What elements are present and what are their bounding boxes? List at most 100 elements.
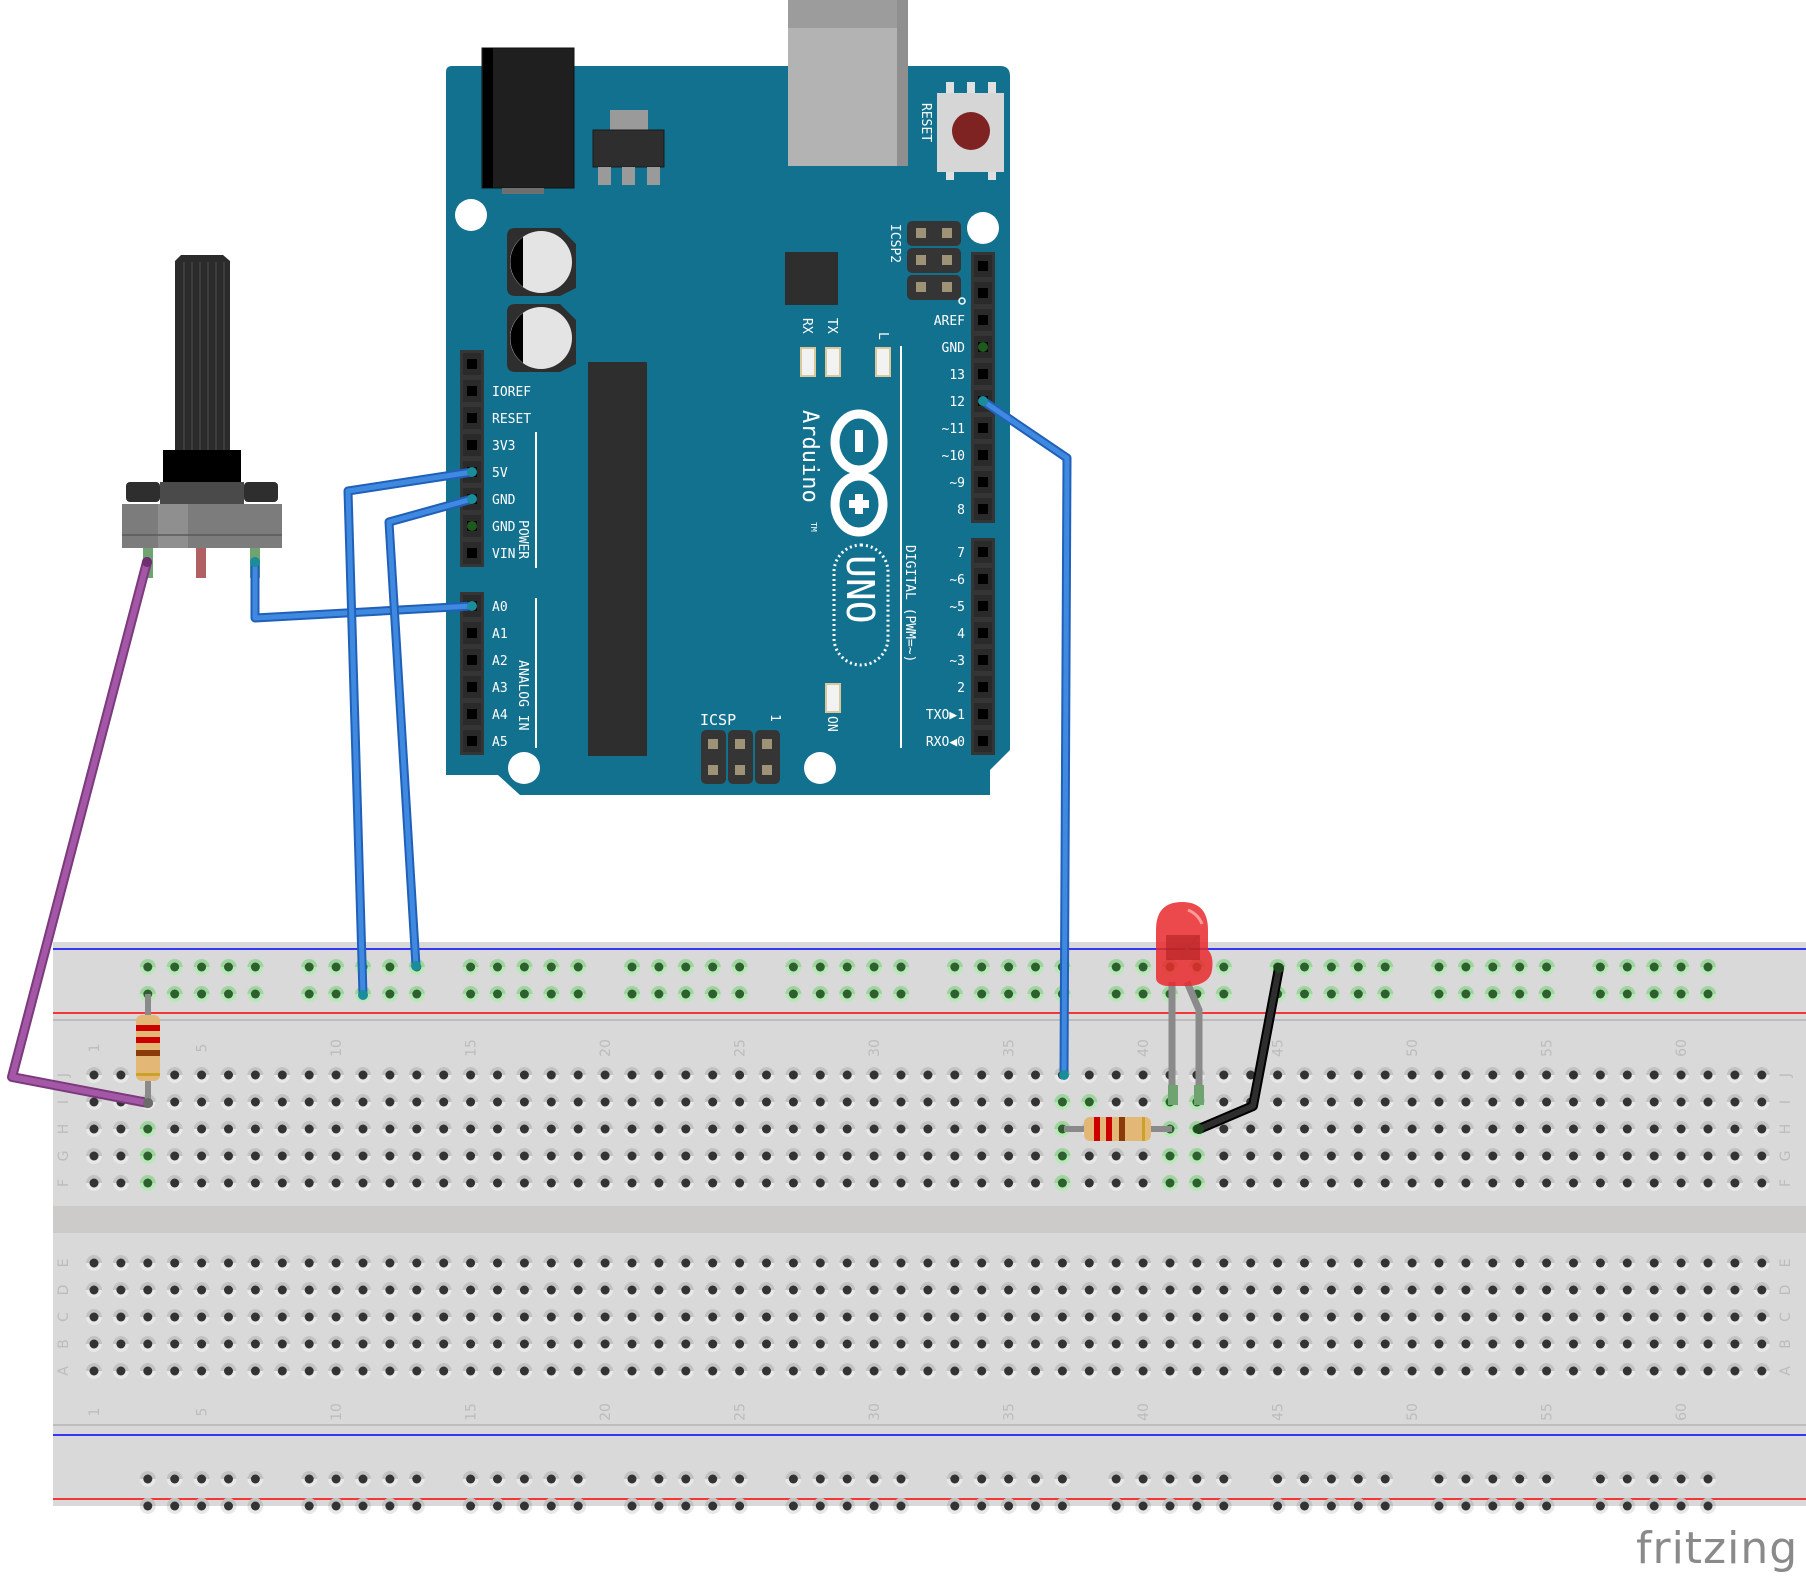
breadboard-hole[interactable] (735, 1339, 745, 1349)
breadboard-hole[interactable] (735, 1501, 745, 1511)
breadboard-hole[interactable] (89, 1258, 99, 1268)
breadboard-hole[interactable] (788, 1474, 798, 1484)
breadboard-hole[interactable] (1488, 1097, 1498, 1107)
breadboard-hole[interactable] (788, 1258, 798, 1268)
breadboard-hole[interactable] (1165, 1258, 1175, 1268)
breadboard-hole[interactable] (842, 1070, 852, 1080)
breadboard-hole[interactable] (573, 989, 583, 999)
breadboard-hole[interactable] (735, 1474, 745, 1484)
breadboard-hole[interactable] (1569, 1151, 1578, 1161)
breadboard-hole[interactable] (1488, 1178, 1498, 1188)
breadboard-hole[interactable] (1434, 962, 1444, 972)
breadboard-hole[interactable] (1138, 1178, 1148, 1188)
breadboard-hole[interactable] (1165, 1339, 1175, 1349)
breadboard-hole[interactable] (1246, 1312, 1256, 1322)
breadboard-hole[interactable] (170, 1070, 180, 1080)
header-pin[interactable] (978, 504, 988, 514)
breadboard-hole[interactable] (1084, 1339, 1094, 1349)
breadboard-hole[interactable] (466, 1285, 476, 1295)
breadboard-hole[interactable] (654, 1124, 664, 1134)
breadboard-hole[interactable] (627, 1474, 637, 1484)
breadboard-hole[interactable] (116, 1339, 126, 1349)
breadboard-hole[interactable] (1434, 1474, 1444, 1484)
breadboard-hole[interactable] (385, 1097, 395, 1107)
breadboard-hole[interactable] (1057, 1097, 1067, 1107)
breadboard-hole[interactable] (1138, 1285, 1148, 1295)
header-pin[interactable] (978, 709, 988, 719)
breadboard-hole[interactable] (519, 1097, 529, 1107)
breadboard-hole[interactable] (1326, 1474, 1336, 1484)
breadboard-hole[interactable] (1353, 989, 1363, 999)
breadboard-hole[interactable] (439, 1097, 449, 1107)
breadboard-hole[interactable] (1004, 1178, 1014, 1188)
breadboard-hole[interactable] (708, 1339, 718, 1349)
breadboard-hole[interactable] (116, 1258, 126, 1268)
breadboard-hole[interactable] (1595, 1258, 1605, 1268)
breadboard-hole[interactable] (493, 1339, 502, 1349)
breadboard-hole[interactable] (331, 1151, 341, 1161)
breadboard-hole[interactable] (1622, 1097, 1632, 1107)
breadboard-hole[interactable] (466, 1312, 476, 1322)
breadboard-hole[interactable] (1057, 1178, 1067, 1188)
breadboard-hole[interactable] (896, 962, 906, 972)
breadboard-hole[interactable] (224, 1124, 233, 1134)
breadboard-hole[interactable] (842, 1339, 852, 1349)
breadboard-hole[interactable] (1326, 1070, 1336, 1080)
breadboard-hole[interactable] (1273, 1285, 1283, 1295)
breadboard-hole[interactable] (869, 989, 879, 999)
breadboard-hole[interactable] (573, 1339, 583, 1349)
breadboard-hole[interactable] (654, 1097, 664, 1107)
breadboard-hole[interactable] (869, 1339, 879, 1349)
breadboard-hole[interactable] (977, 989, 987, 999)
breadboard-hole[interactable] (1031, 1366, 1040, 1376)
breadboard-hole[interactable] (170, 1258, 180, 1268)
breadboard-hole[interactable] (89, 1070, 99, 1080)
breadboard-hole[interactable] (277, 1124, 287, 1134)
header-pin[interactable] (467, 736, 477, 746)
header-pin[interactable] (978, 261, 988, 271)
breadboard-hole[interactable] (1192, 1366, 1202, 1376)
breadboard-hole[interactable] (304, 1151, 314, 1161)
breadboard-hole[interactable] (224, 1366, 233, 1376)
breadboard-hole[interactable] (681, 989, 691, 999)
breadboard-hole[interactable] (493, 989, 502, 999)
breadboard-hole[interactable] (1595, 1178, 1605, 1188)
breadboard-hole[interactable] (1515, 1124, 1525, 1134)
breadboard-hole[interactable] (1622, 1124, 1632, 1134)
breadboard-hole[interactable] (950, 1124, 960, 1134)
breadboard-hole[interactable] (735, 962, 745, 972)
breadboard-hole[interactable] (1515, 1366, 1525, 1376)
breadboard-hole[interactable] (1111, 1339, 1121, 1349)
breadboard-hole[interactable] (1622, 962, 1632, 972)
breadboard-hole[interactable] (573, 1474, 583, 1484)
breadboard-hole[interactable] (331, 1312, 341, 1322)
breadboard-hole[interactable] (331, 1501, 341, 1511)
breadboard-hole[interactable] (1004, 1366, 1014, 1376)
breadboard-hole[interactable] (1703, 1070, 1713, 1080)
breadboard-hole[interactable] (1138, 1501, 1148, 1511)
breadboard-hole[interactable] (1031, 1097, 1040, 1107)
breadboard-hole[interactable] (1353, 1070, 1363, 1080)
breadboard-hole[interactable] (358, 1151, 368, 1161)
breadboard-hole[interactable] (143, 1501, 153, 1511)
breadboard-hole[interactable] (600, 1285, 610, 1295)
header-pin[interactable] (467, 548, 477, 558)
breadboard-hole[interactable] (1084, 1070, 1094, 1080)
breadboard-hole[interactable] (331, 962, 341, 972)
breadboard-hole[interactable] (708, 1178, 718, 1188)
breadboard-hole[interactable] (466, 1339, 476, 1349)
breadboard-hole[interactable] (1111, 962, 1121, 972)
breadboard-hole[interactable] (412, 1258, 422, 1268)
breadboard-hole[interactable] (1434, 1070, 1444, 1080)
breadboard-hole[interactable] (1246, 1151, 1256, 1161)
header-pin[interactable] (467, 655, 477, 665)
breadboard-hole[interactable] (1326, 1097, 1336, 1107)
breadboard-hole[interactable] (1515, 962, 1525, 972)
breadboard-hole[interactable] (546, 1366, 556, 1376)
breadboard-hole[interactable] (1138, 1097, 1148, 1107)
breadboard-hole[interactable] (385, 1178, 395, 1188)
breadboard-hole[interactable] (1434, 1285, 1444, 1295)
breadboard-hole[interactable] (1380, 1366, 1390, 1376)
breadboard-hole[interactable] (896, 1258, 906, 1268)
breadboard-hole[interactable] (519, 989, 529, 999)
